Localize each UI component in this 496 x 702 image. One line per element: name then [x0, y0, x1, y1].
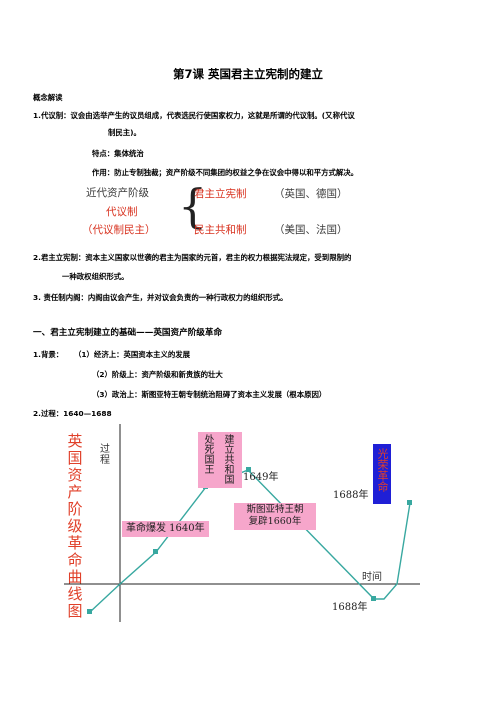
concept-diagram: 近代资产阶级 代议制 （代议制民主） { 君主立宪制 （英国、德国） 民主共和制…: [82, 183, 382, 239]
section-1-heading: 一、君主立宪制建立的基础——英国资产阶级革命: [33, 328, 223, 338]
y-axis-label: 过程: [100, 444, 110, 466]
x-axis-label: 时间: [362, 572, 382, 583]
concept-right-1: 君主立宪制: [194, 188, 247, 200]
concept-left-3: （代议制民主）: [82, 224, 156, 236]
concept-item-3: 3. 责任制内阁：内阁由议会产生，并对议会负责的一种行政权力的组织形式。: [33, 293, 288, 302]
restoration-line-1: 斯图亚特王朝: [246, 504, 304, 515]
concept-right-2: 民主共和制: [194, 224, 247, 236]
concept-heading: 概念解读: [33, 93, 63, 102]
graph-vertical-title: 英国资产阶级革命曲线图: [67, 432, 83, 620]
background-label: 1.背景：: [33, 350, 64, 359]
process-label: 2.过程：1640—1688: [33, 409, 112, 418]
concept-item-2-line-2: 一种政权组织形式。: [62, 272, 129, 281]
page-title: 第7课 英国君主立宪制的建立: [172, 67, 323, 81]
concept-item-1-line-1: 1.代议制：议会由选举产生的议员组成，代表选民行使国家权力，这就是所谓的代议制。…: [33, 111, 355, 120]
box-glorious-revolution: 光荣革命: [373, 444, 391, 504]
concept-feature: 特点：集体统治: [92, 149, 144, 158]
background-1: （1）经济上：英国资本主义的发展: [74, 350, 191, 359]
background-3: （3）政治上：斯图亚特王朝专制统治阻碍了资本主义发展（根本原因）: [92, 390, 327, 399]
curve-point: [246, 467, 251, 472]
concept-item-2-line-1: 2.君主立宪制：资本主义国家以世袭的君主为国家的元首，君主的权力根据宪法规定，受…: [33, 253, 352, 262]
concept-right-1-note: （英国、德国）: [274, 188, 348, 200]
concept-left-1: 近代资产阶级: [86, 187, 149, 199]
curve-point: [87, 609, 92, 614]
concept-role: 作用：防止专制独裁；资产阶级不同集团的权益之争在议会中得以和平方式解决。: [92, 168, 359, 177]
box-1649: 建立共和国 处死国王: [198, 432, 242, 488]
year-1688-bottom: 1688年: [332, 602, 368, 613]
curve-point: [407, 500, 412, 505]
year-1649: 1649年: [243, 472, 279, 483]
background-2: （2）阶级上：资产阶级和新贵族的壮大: [92, 370, 223, 379]
year-1688-top: 1688年: [333, 490, 369, 501]
box-restoration-1660: 斯图亚特王朝 复辟1660年: [234, 503, 316, 530]
box-republic: 建立共和国: [222, 434, 233, 484]
brace-icon: {: [178, 179, 208, 233]
box-revolution-1640: 革命爆发 1640年: [122, 521, 209, 537]
curve-point: [371, 596, 376, 601]
concept-left-2: 代议制: [106, 206, 138, 218]
curve-point: [153, 549, 158, 554]
concept-item-1-line-2: 制民主)。: [108, 128, 141, 137]
revolution-curve-graph: [64, 424, 420, 622]
box-execute-king: 处死国王: [202, 434, 213, 474]
glorious-revolution-label: 光荣革命: [376, 448, 389, 492]
restoration-line-2: 复辟1660年: [248, 516, 302, 527]
concept-right-2-note: （美国、法国）: [274, 224, 348, 236]
